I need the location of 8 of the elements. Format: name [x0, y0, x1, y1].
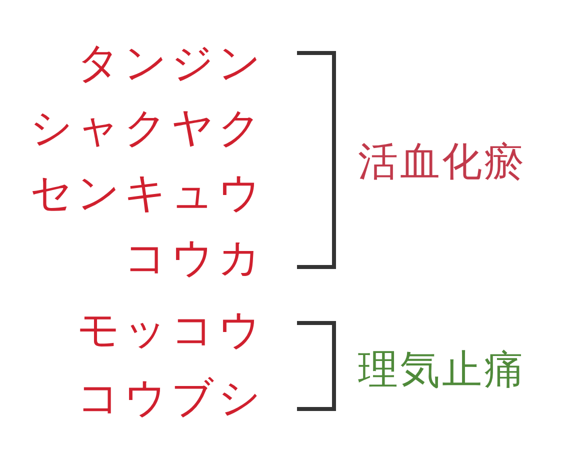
herb-name: コウブシ — [77, 377, 265, 419]
herb-name: モッコウ — [77, 309, 265, 351]
herb-name: タンジン — [77, 42, 265, 84]
herb-name: コウカ — [124, 237, 265, 279]
group-label: 理気止痛 — [358, 350, 526, 390]
herb-name: センキュウ — [30, 172, 265, 214]
herb-name: シャクヤク — [30, 107, 265, 149]
group-label: 活血化瘀 — [358, 142, 526, 182]
